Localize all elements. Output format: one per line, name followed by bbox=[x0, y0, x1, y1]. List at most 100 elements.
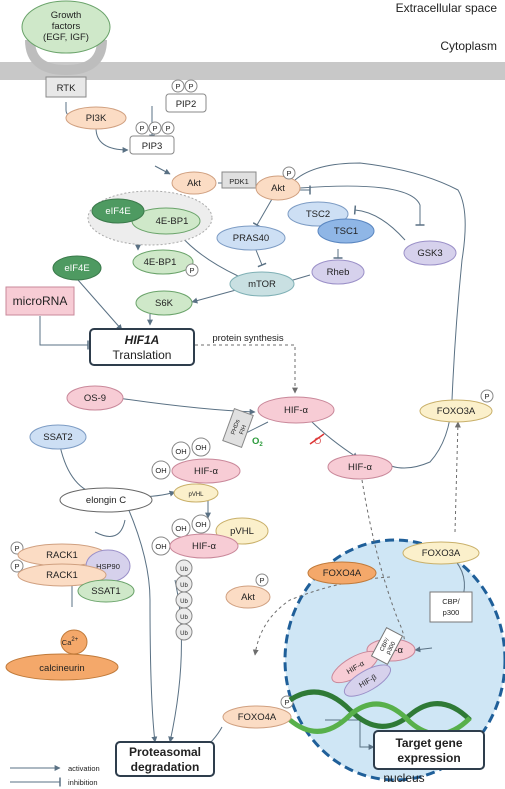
akt-lower-label: Akt bbox=[241, 592, 255, 603]
hif-alpha-pvhl-node bbox=[169, 533, 239, 559]
rheb-label: Rheb bbox=[327, 267, 350, 278]
elongin-c-node bbox=[59, 487, 153, 513]
svg-text:Ub: Ub bbox=[180, 583, 188, 589]
hif1a-gene-label: HIF1A bbox=[125, 333, 160, 347]
microrna-node bbox=[5, 286, 75, 316]
pip3-phospho: P P P bbox=[135, 121, 175, 135]
rtk-receptor-shape bbox=[25, 39, 107, 76]
gsk3-node bbox=[403, 240, 457, 266]
nucleus-label: nucleus bbox=[383, 771, 424, 785]
pvhl-small-label: pVHL bbox=[188, 492, 204, 498]
ubiquitin-chain: Ub Ub Ub Ub Ub bbox=[175, 559, 193, 641]
svg-text:P: P bbox=[189, 266, 194, 275]
svg-text:P: P bbox=[14, 544, 19, 553]
eif4e-bound-node bbox=[91, 198, 145, 224]
svg-text:P: P bbox=[286, 169, 291, 178]
svg-text:OH: OH bbox=[155, 542, 166, 551]
pip3-node bbox=[129, 135, 175, 155]
target-gene-line1: Target gene bbox=[395, 736, 462, 750]
svg-text:P: P bbox=[14, 562, 19, 571]
mtor-node bbox=[229, 271, 295, 297]
eif4e-free-label: eIF4E bbox=[64, 263, 89, 274]
foxo3a-phospho: P bbox=[480, 389, 494, 403]
pip2-label: PIP2 bbox=[176, 99, 197, 110]
hif-alpha-cytoplasm-node bbox=[257, 396, 335, 424]
svg-text:P: P bbox=[165, 124, 170, 133]
foxo4a-nuclear-node bbox=[307, 561, 377, 585]
svg-text:P: P bbox=[139, 124, 144, 133]
cbp-p300-line2: p300 bbox=[443, 608, 460, 617]
target-gene-line2: expression bbox=[397, 751, 460, 765]
hydroxyl-groups-2: OH OH OH bbox=[151, 514, 211, 556]
foxo4a-nuclear-label: FOXO4A bbox=[323, 568, 362, 579]
ssat2-label: SSAT2 bbox=[43, 432, 72, 443]
pras40-label: PRAS40 bbox=[233, 233, 269, 244]
svg-text:OH: OH bbox=[175, 447, 186, 456]
cbp-p300-line1: CBP/ bbox=[442, 597, 460, 606]
hif-complex: HIF-α HIF-β bbox=[331, 650, 392, 697]
svg-text:Ub: Ub bbox=[180, 567, 188, 573]
s6k-node bbox=[135, 290, 193, 316]
microrna-label: microRNA bbox=[13, 294, 68, 308]
proteasomal-degradation-node bbox=[115, 741, 215, 777]
calcineurin-label: calcineurin bbox=[39, 663, 84, 674]
akt-lower-node bbox=[225, 585, 271, 609]
protein-synthesis-label: protein synthesis bbox=[212, 333, 284, 344]
oxygen-label: O2 bbox=[252, 436, 263, 448]
eif4e-bound-label: eIF4E bbox=[105, 206, 130, 217]
foxo4a-cytoplasm-label: FOXO4A bbox=[238, 712, 277, 723]
hif-alpha-pvhl-label: HIF-α bbox=[192, 541, 216, 552]
ssat1-node bbox=[77, 579, 135, 603]
proteasomal-line2: degradation bbox=[131, 760, 200, 774]
svg-text:P: P bbox=[175, 82, 180, 91]
pvhl-small-node bbox=[173, 483, 219, 503]
growth-factors-line2: factors bbox=[52, 21, 81, 32]
4ebp1-bound-label: 4E-BP1 bbox=[156, 216, 189, 227]
translation-label: Translation bbox=[113, 348, 172, 362]
hydroxyl-groups-1: OH OH OH bbox=[151, 437, 211, 480]
growth-factors-line3: (EGF, IGF) bbox=[43, 32, 89, 43]
pras40-node bbox=[216, 225, 286, 251]
legend-inhibition-label: inhibition bbox=[68, 778, 98, 787]
4ebp1-free-node bbox=[132, 249, 194, 275]
akt-active-phospho: P bbox=[282, 166, 296, 180]
pdk1-node bbox=[221, 171, 257, 189]
svg-text:P: P bbox=[484, 392, 489, 401]
growth-factors-line1: Growth bbox=[51, 10, 82, 21]
rack1-phospho: P P bbox=[10, 541, 24, 573]
foxo4a-cytoplasm-node bbox=[222, 705, 292, 729]
rheb-node bbox=[311, 259, 365, 285]
tsc2-label: TSC2 bbox=[306, 209, 330, 220]
calcium-label: Ca2+ bbox=[62, 637, 79, 647]
svg-text:OH: OH bbox=[195, 443, 206, 452]
svg-text:P: P bbox=[152, 124, 157, 133]
hif-alpha-cytoplasm-label: HIF-α bbox=[284, 405, 308, 416]
legend: activation inhibition bbox=[10, 764, 100, 787]
hif1a-translation-node bbox=[89, 328, 195, 366]
ssat1-label: SSAT1 bbox=[91, 586, 120, 597]
blocked-o2-icon: O bbox=[309, 433, 325, 447]
rack1-top-label: RACK1 bbox=[46, 550, 78, 561]
hsp90-label: HSP90 bbox=[96, 562, 120, 571]
growth-factors-node bbox=[21, 0, 111, 54]
os9-label: OS-9 bbox=[84, 393, 106, 404]
svg-text:Ub: Ub bbox=[180, 599, 188, 605]
cbp-p300-node bbox=[429, 591, 473, 623]
svg-text:p300: p300 bbox=[386, 640, 398, 655]
os9-node bbox=[66, 385, 124, 411]
pi3k-label: PI3K bbox=[86, 113, 107, 124]
svg-text:OH: OH bbox=[175, 524, 186, 533]
akt-node bbox=[171, 171, 217, 195]
phds-label: PHDs bbox=[231, 419, 242, 436]
hif-alpha-hydroxylated-node bbox=[171, 458, 241, 484]
hif-alpha-stable-node bbox=[327, 454, 393, 480]
svg-text:P: P bbox=[188, 82, 193, 91]
hif-alpha-hydroxylated-label: HIF-α bbox=[194, 466, 218, 477]
extracellular-label: Extracellular space bbox=[396, 1, 498, 15]
gsk3-label: GSK3 bbox=[417, 248, 442, 259]
plasma-membrane bbox=[0, 62, 505, 80]
svg-text:OH: OH bbox=[195, 520, 206, 529]
fih-label: FIH bbox=[239, 424, 248, 435]
target-gene-node bbox=[373, 730, 485, 770]
foxo3a-cytoplasm-node bbox=[419, 399, 493, 423]
